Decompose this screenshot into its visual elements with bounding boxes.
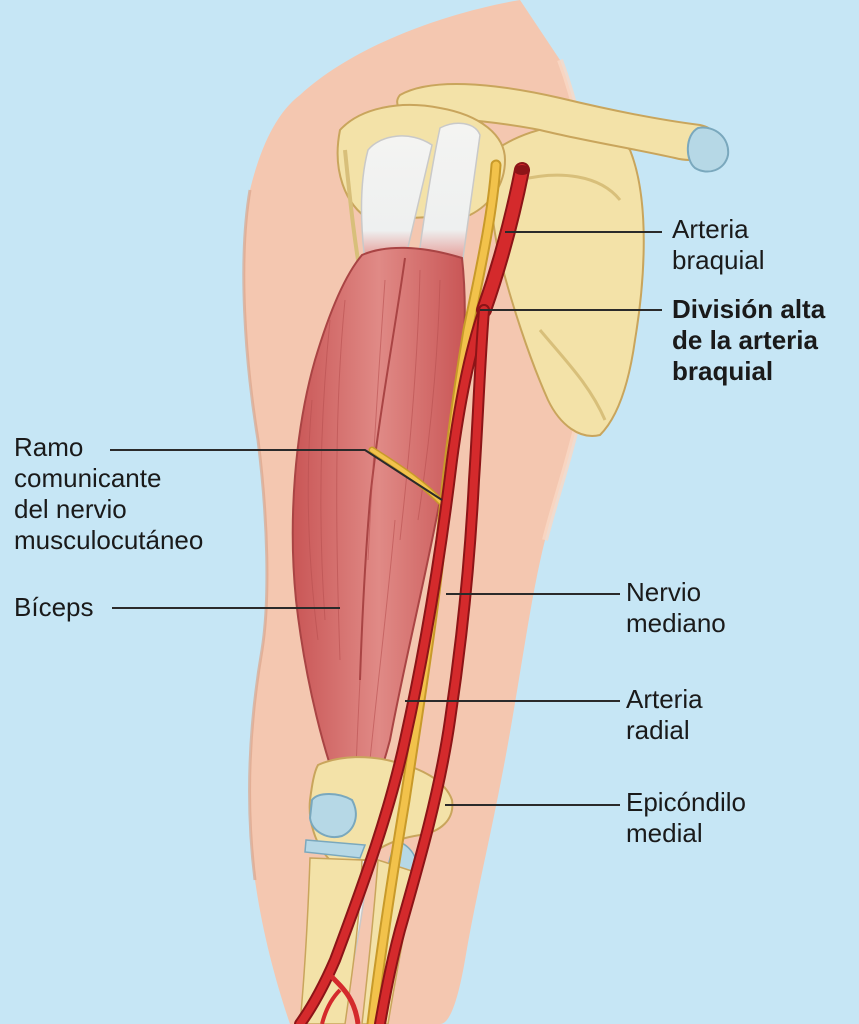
label-biceps-line1: Bíceps <box>14 592 94 623</box>
label-nervio-mediano-line1: Nervio <box>626 577 726 608</box>
label-biceps: Bíceps <box>14 592 94 623</box>
label-arteria-radial-line1: Arteria <box>626 684 703 715</box>
elbow-cartilage <box>310 794 356 837</box>
label-division-alta: División alta de la arteria braquial <box>672 294 825 387</box>
label-arteria-radial-line2: radial <box>626 715 703 746</box>
clavicle-cartilage <box>688 128 728 172</box>
label-nervio-mediano: Nervio mediano <box>626 577 726 639</box>
label-arteria-braquial-line1: Arteria <box>672 214 765 245</box>
label-division-alta-line2: de la arteria <box>672 325 825 356</box>
label-ramo-comunicante-line1: Ramo <box>14 432 203 463</box>
label-ramo-comunicante-line2: comunicante <box>14 463 203 494</box>
label-epicondilo-medial: Epicóndilo medial <box>626 787 746 849</box>
label-ramo-comunicante: Ramo comunicante del nervio musculocután… <box>14 432 203 556</box>
label-arteria-braquial: Arteria braquial <box>672 214 765 276</box>
label-ramo-comunicante-line3: del nervio <box>14 494 203 525</box>
label-arteria-radial: Arteria radial <box>626 684 703 746</box>
label-ramo-comunicante-line4: musculocutáneo <box>14 525 203 556</box>
label-division-alta-line1: División alta <box>672 294 825 325</box>
label-arteria-braquial-line2: braquial <box>672 245 765 276</box>
label-epicondilo-medial-line1: Epicóndilo <box>626 787 746 818</box>
artery-cut-end <box>514 165 530 175</box>
label-division-alta-line3: braquial <box>672 356 825 387</box>
label-nervio-mediano-line2: mediano <box>626 608 726 639</box>
label-epicondilo-medial-line2: medial <box>626 818 746 849</box>
